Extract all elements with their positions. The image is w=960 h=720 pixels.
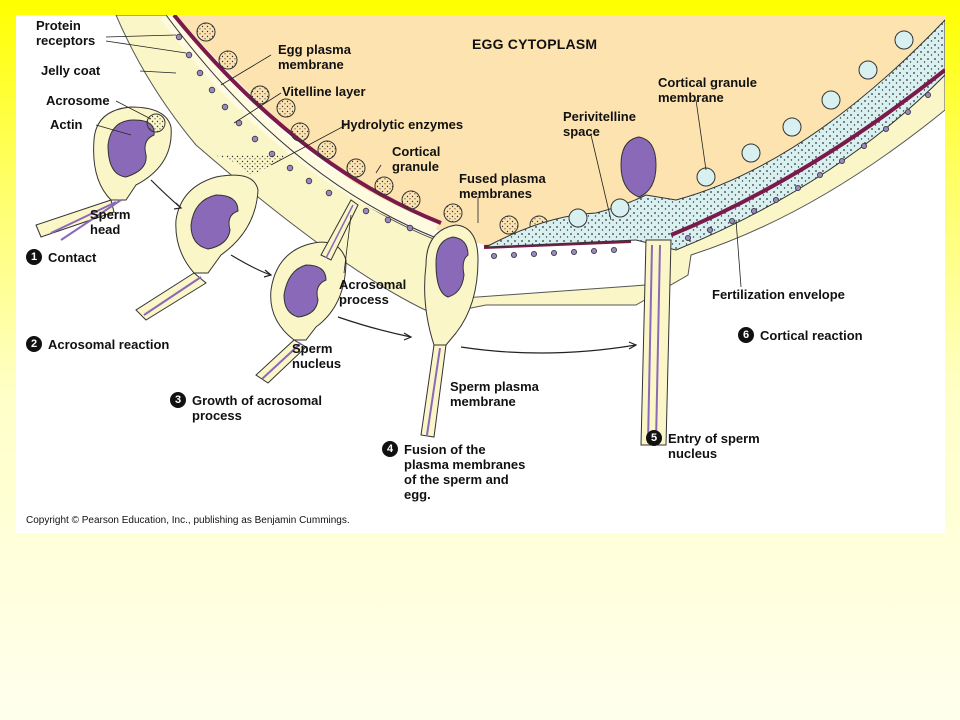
label-protein-receptors: Protein receptors	[36, 18, 96, 48]
fertilization-diagram: EGG CYTOPLASM Protein receptors Jelly co…	[16, 15, 945, 533]
step-1-contact: 1 Contact	[26, 249, 97, 265]
sperm-growth-of-acrosomal-process	[255, 199, 359, 384]
step-4-fusion-of-plasma-membranes: 4 Fusion of the plasma membranes of the …	[382, 441, 526, 502]
step-text: Acrosomal reaction	[48, 337, 170, 352]
label-actin: Actin	[50, 117, 83, 132]
step-number-badge: 6	[738, 327, 754, 343]
step-arrows	[150, 179, 638, 354]
label-jelly-coat: Jelly coat	[41, 63, 101, 78]
step-number-badge: 4	[382, 441, 398, 457]
diagram-artwork	[35, 15, 945, 446]
step-number-badge: 5	[646, 430, 662, 446]
label-sperm-plasma-membrane: Sperm plasma membrane	[450, 379, 539, 409]
step-number-badge: 1	[26, 249, 42, 265]
label-perivitelline-space: Perivitelline space	[563, 109, 636, 139]
label-sperm-head: Sperm head	[90, 207, 131, 237]
step-text: Growth of acrosomal process	[192, 393, 323, 423]
copyright-notice: Copyright © Pearson Education, Inc., pub…	[26, 515, 350, 526]
step-number-badge: 2	[26, 336, 42, 352]
protein-receptor-knobs	[175, 33, 414, 232]
step-text: Entry of sperm nucleus	[668, 431, 760, 461]
label-cortical-granule: Cortical granule	[392, 144, 441, 174]
step-text: Contact	[48, 250, 97, 265]
step-3-growth-of-acrosomal-process: 3 Growth of acrosomal process	[170, 392, 323, 423]
label-vitelline-layer: Vitelline layer	[282, 84, 366, 99]
diagram-title: EGG CYTOPLASM	[472, 36, 598, 52]
exocytosed-granule-bumps	[568, 30, 914, 228]
fertilization-envelope-curve	[670, 68, 945, 237]
label-egg-plasma-membrane: Egg plasma membrane	[278, 42, 351, 72]
label-acrosome: Acrosome	[46, 93, 110, 108]
step-text: Cortical reaction	[760, 328, 863, 343]
label-fused-plasma-membranes: Fused plasma membranes	[459, 171, 546, 201]
label-leader-lines	[95, 34, 742, 288]
egg-plasma-membrane-curve	[172, 15, 442, 225]
label-fertilization-envelope: Fertilization envelope	[712, 287, 845, 302]
label-sperm-nucleus: Sperm nucleus	[292, 341, 342, 371]
step-text: Fusion of the plasma membranes of the sp…	[404, 442, 526, 502]
label-cortical-granule-membrane: Cortical granule membrane	[658, 75, 757, 105]
sperm-acrosomal-reaction	[135, 155, 286, 321]
step-2-acrosomal-reaction: 2 Acrosomal reaction	[26, 336, 170, 352]
cortical-granules	[196, 22, 549, 235]
sperm-fusion	[420, 224, 479, 438]
label-acrosomal-process: Acrosomal process	[339, 277, 407, 307]
step-5-entry-of-sperm-nucleus: 5 Entry of sperm nucleus	[646, 430, 760, 461]
sperm-entry	[620, 136, 672, 446]
step-6-cortical-reaction: 6 Cortical reaction	[738, 327, 863, 343]
label-hydrolytic-enzymes: Hydrolytic enzymes	[341, 117, 464, 132]
step-number-badge: 3	[170, 392, 186, 408]
